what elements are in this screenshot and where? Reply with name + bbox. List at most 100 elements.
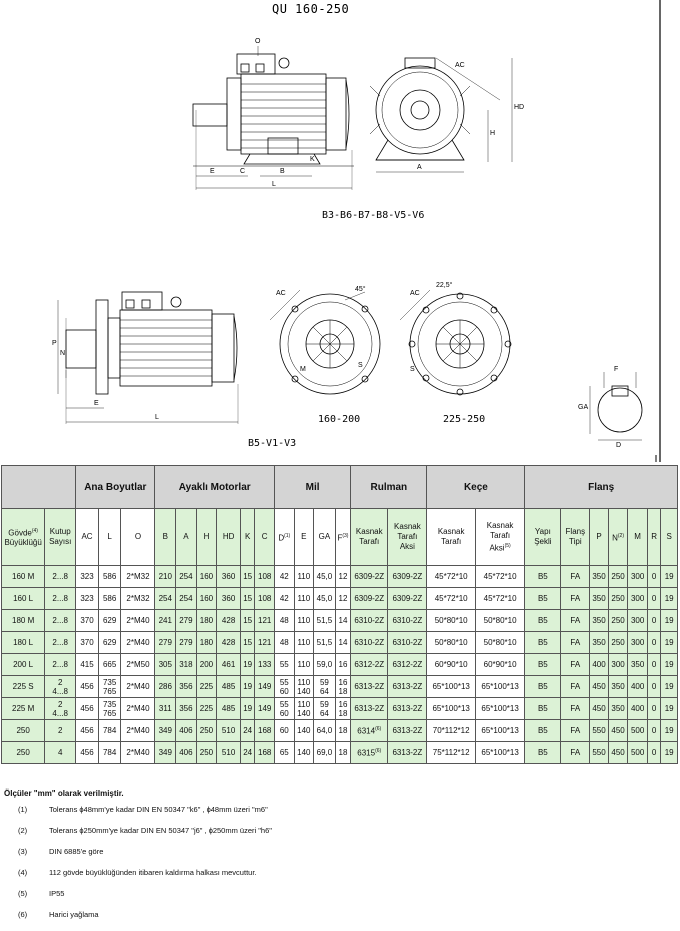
cell-a: 254 xyxy=(175,587,197,610)
dim-label-e2: E xyxy=(94,400,99,407)
cell-bd: 6312-2Z xyxy=(350,653,389,676)
cell-a: 356 xyxy=(175,697,197,720)
cell-sn: 50*80*10 xyxy=(474,631,526,654)
cell-sd: 65*100*13 xyxy=(426,675,476,698)
cell-a: 279 xyxy=(175,609,197,632)
cell-c: 149 xyxy=(254,675,275,698)
cell-bn: 6312-2Z xyxy=(387,653,428,676)
cell-k: 19 xyxy=(239,675,256,698)
cell-e: 110 xyxy=(293,653,315,676)
cell-mount: B5 xyxy=(524,719,562,742)
cell-h: 160 xyxy=(195,565,218,588)
cell-r: 0 xyxy=(646,609,662,632)
group-header-seal: Keçe xyxy=(426,465,526,509)
cell-frame: 180 L xyxy=(0,631,46,654)
dim-label-e: E xyxy=(210,168,215,175)
cell-l: 784 xyxy=(97,741,122,764)
dim-label-n: N xyxy=(60,350,66,357)
cell-sn: 65*100*13 xyxy=(474,675,526,698)
dim-label-s2: S xyxy=(410,366,415,373)
cell-bd: 6315(6) xyxy=(350,741,389,764)
cell-b: 311 xyxy=(154,697,177,720)
cell-c: 108 xyxy=(254,565,275,588)
cell-r: 0 xyxy=(646,631,662,654)
cell-f: 14 xyxy=(334,631,352,654)
col-header-k: K xyxy=(239,508,256,566)
cell-r: 0 xyxy=(646,587,662,610)
cell-b: 279 xyxy=(154,631,177,654)
cell-frame: 225 S xyxy=(0,675,46,698)
cell-sd: 50*80*10 xyxy=(426,609,476,632)
cell-frame: 160 M xyxy=(0,565,46,588)
cell-d: 48 xyxy=(273,609,295,632)
cell-m: 400 xyxy=(627,675,648,698)
cell-k: 24 xyxy=(239,741,256,764)
view1-caption: B3-B6-B7-B8-V5-V6 xyxy=(322,210,425,221)
cell-sn: 65*100*13 xyxy=(474,697,526,720)
cell-bn: 6313-2Z xyxy=(387,675,428,698)
cell-sd: 45*72*10 xyxy=(426,565,476,588)
cell-c: 108 xyxy=(254,587,275,610)
cell-hd: 428 xyxy=(216,631,241,654)
cell-sn: 60*90*10 xyxy=(474,653,526,676)
cell-n: 250 xyxy=(607,609,629,632)
cell-f: 18 xyxy=(334,741,352,764)
cell-l: 629 xyxy=(97,609,122,632)
cell-sd: 60*90*10 xyxy=(426,653,476,676)
col-header-ga: GA xyxy=(313,508,336,566)
cell-n: 250 xyxy=(607,587,629,610)
note-item: (2)Tolerans ɸ250mm'ye kadar DIN EN 50347… xyxy=(18,826,272,835)
col-header-n: N(2) xyxy=(607,508,629,566)
cell-c: 168 xyxy=(254,741,275,764)
cell-m: 500 xyxy=(627,719,648,742)
cell-s: 19 xyxy=(660,675,678,698)
cell-mount: B5 xyxy=(524,675,562,698)
col-header-m: M xyxy=(627,508,648,566)
cell-ftype: FA xyxy=(560,653,591,676)
cell-n: 250 xyxy=(607,565,629,588)
view2-caption: B5-V1-V3 xyxy=(248,438,297,449)
foot-motor-side-view xyxy=(192,46,354,190)
cell-e: 140 xyxy=(293,719,315,742)
cell-ftype: FA xyxy=(560,609,591,632)
group-header-flange: Flanş xyxy=(524,465,678,509)
cell-ftype: FA xyxy=(560,719,591,742)
cell-poles: 4 xyxy=(44,741,77,764)
dim-label-p: P xyxy=(52,340,57,347)
cell-ga: 45,0 xyxy=(313,587,336,610)
cell-e: 110 xyxy=(293,631,315,654)
cell-o: 2*M50 xyxy=(120,653,156,676)
dim-label-l2: L xyxy=(155,414,159,421)
dim-label-b: B xyxy=(280,168,285,175)
cell-poles: 2...8 xyxy=(44,587,77,610)
dim-label-a: A xyxy=(417,164,422,171)
cell-s: 19 xyxy=(660,609,678,632)
cell-l: 784 xyxy=(97,719,122,742)
cell-ftype: FA xyxy=(560,565,591,588)
group-header-foot: Ayaklı Motorlar xyxy=(154,465,275,509)
cell-r: 0 xyxy=(646,653,662,676)
cell-b: 305 xyxy=(154,653,177,676)
cell-bn: 6313-2Z xyxy=(387,697,428,720)
cell-bn: 6309-2Z xyxy=(387,565,428,588)
cell-a: 318 xyxy=(175,653,197,676)
cell-frame: 160 L xyxy=(0,587,46,610)
group-header-main: Ana Boyutlar xyxy=(75,465,156,509)
cell-bn: 6313-2Z xyxy=(387,719,428,742)
cell-k: 15 xyxy=(239,587,256,610)
cell-n: 450 xyxy=(607,741,629,764)
cell-b: 210 xyxy=(154,565,177,588)
cell-ac: 456 xyxy=(75,719,99,742)
cell-s: 19 xyxy=(660,587,678,610)
